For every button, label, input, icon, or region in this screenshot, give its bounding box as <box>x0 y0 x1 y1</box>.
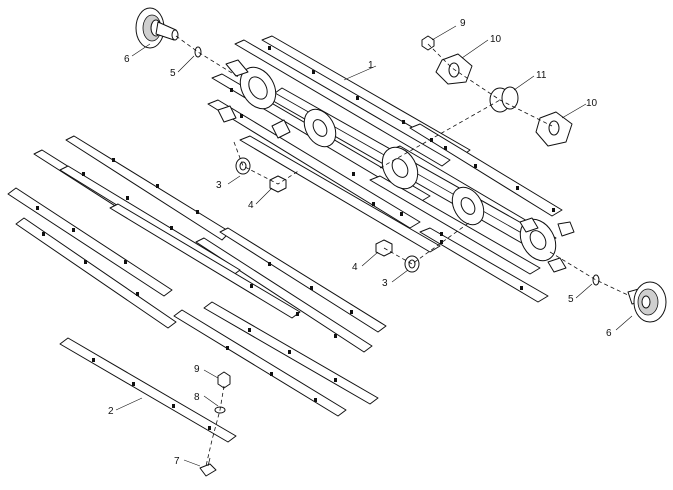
callout-10-lower: 10 <box>586 98 598 109</box>
bottom-nut <box>217 371 231 389</box>
callout-labels: 1 2 3 3 4 4 5 5 6 6 7 8 9 9 10 10 11 <box>108 18 612 467</box>
leader-lines <box>115 25 633 467</box>
callout-6-right: 6 <box>606 328 612 339</box>
callout-8: 8 <box>194 392 200 403</box>
callout-3-upper: 3 <box>216 180 222 191</box>
callout-5-left: 5 <box>170 68 176 79</box>
single-blade-bar <box>59 337 237 443</box>
callout-2: 2 <box>108 406 114 417</box>
washer-left <box>235 157 251 175</box>
right-bearing-hub <box>627 281 667 323</box>
callout-3-lower: 3 <box>382 278 388 289</box>
callout-6-left: 6 <box>124 54 130 65</box>
callout-9-upper: 9 <box>460 18 466 29</box>
rotor-assembly <box>207 35 575 303</box>
callout-5-right: 5 <box>568 294 574 305</box>
blade-bar-set <box>7 135 387 417</box>
callout-7: 7 <box>174 456 180 467</box>
callout-1: 1 <box>368 60 374 71</box>
washer-right <box>404 255 420 273</box>
right-washer <box>592 274 600 286</box>
lower-flange-plate <box>535 111 573 147</box>
callout-10-upper: 10 <box>490 34 502 45</box>
spacer-bushing <box>489 86 519 113</box>
callout-4-lower: 4 <box>352 262 358 273</box>
callout-11: 11 <box>536 70 547 81</box>
bottom-bolt <box>199 457 217 477</box>
left-bearing-hub <box>135 7 179 49</box>
left-washer <box>194 46 202 58</box>
callout-9-lower: 9 <box>194 364 200 375</box>
callout-4-upper: 4 <box>248 200 254 211</box>
upper-nut <box>421 35 435 51</box>
